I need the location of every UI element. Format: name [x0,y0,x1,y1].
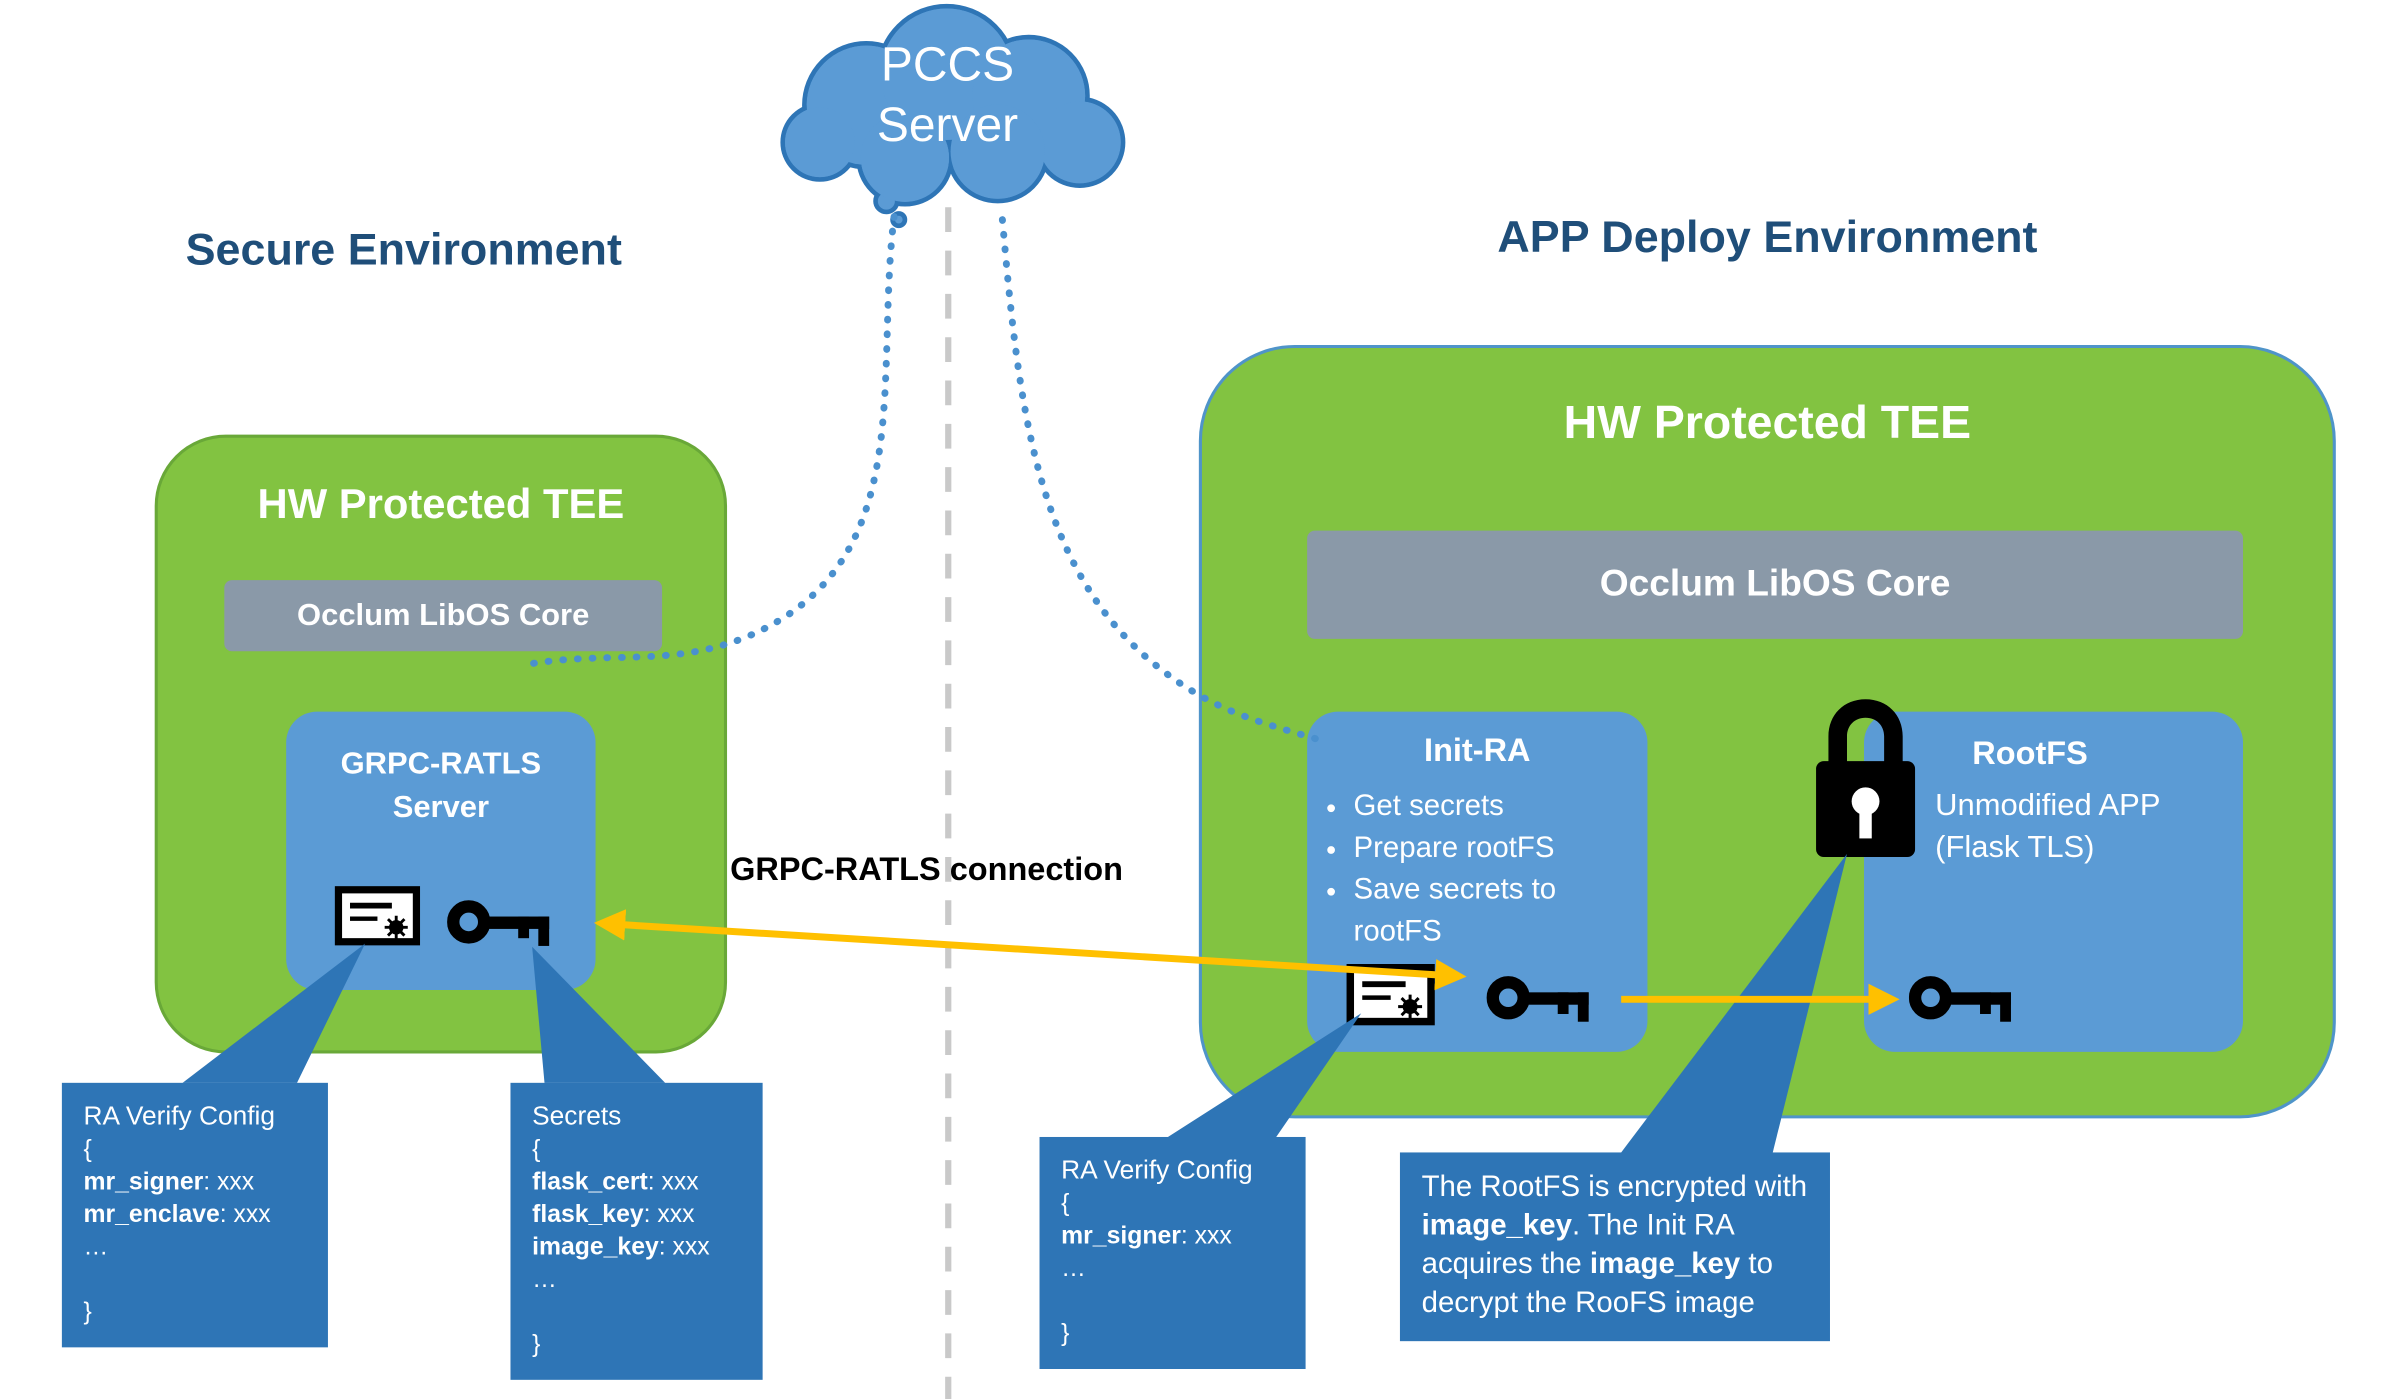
init-ra-bullet: Save secrets to rootFS [1354,869,1648,953]
code-line: mr_signer: xxx [83,1169,255,1196]
code-line: } [83,1299,92,1326]
code-line: … [1061,1256,1086,1283]
callout-body: { mr_signer: xxx … } [1061,1188,1284,1350]
callout-title: Secrets [532,1101,622,1131]
right-occlum-core-bar: Occlum LibOS Core [1307,530,2244,639]
rootfs-box: RootFS Unmodified APP (Flask TLS) [1864,711,2244,1052]
left-tee-title: HW Protected TEE [257,481,625,528]
init-ra-title: Init-RA [1424,733,1531,769]
code-line: { [532,1136,541,1164]
key-icon [447,893,558,952]
code-line: image_key: xxx [532,1234,710,1261]
code-line: } [532,1331,541,1359]
secrets-callout: Secrets { flask_cert: xxx flask_key: xxx im… [510,1082,763,1380]
secure-environment-title: Secure Environment [185,225,622,276]
grpc-ratls-server-label: GRPC-RATLS Server [340,747,542,825]
code-line [84,1264,307,1296]
code-line: mr_signer: xxx [1061,1223,1232,1250]
code-line [532,1296,741,1328]
init-ra-bullet: Prepare rootFS [1354,828,1648,870]
init-ra-bullets: Get secretsPrepare rootFSSave secrets to… [1307,786,1647,953]
code-line: flask_cert: xxx [532,1169,699,1196]
rootfs-note-text: The RootFS is encrypted with image_key. … [1421,1171,1808,1320]
code-line: flask_key: xxx [532,1201,695,1229]
right-tee-title: HW Protected TEE [1563,397,1972,449]
certificate-icon [334,885,421,947]
code-line: … [532,1266,557,1294]
code-line: mr_enclave: xxx [83,1201,271,1229]
left-occlum-core-bar: Occlum LibOS Core [224,580,663,652]
ra-verify-config-right-callout: RA Verify Config { mr_signer: xxx … } [1039,1136,1306,1370]
callout-title: RA Verify Config [1061,1155,1253,1185]
pccs-server-label: PCCS Server [876,37,1019,152]
pccs-cloud [780,3,1126,229]
code-line: { [83,1136,92,1164]
rootfs-title: RootFS [1972,736,2088,772]
certificate-icon [1346,962,1436,1027]
callout-body: { mr_signer: xxx mr_enclave: xxx … } [84,1134,307,1329]
rootfs-note-callout: The RootFS is encrypted with image_key. … [1399,1152,1830,1342]
rootfs-subtitle: Unmodified APP (Flask TLS) [1935,788,2161,865]
lock-icon [1804,693,1928,866]
key-icon [1907,968,2021,1027]
code-line: { [1061,1191,1070,1218]
code-line [1061,1285,1284,1317]
init-ra-bullet: Get secrets [1354,786,1648,828]
grpc-ratls-connection-label: GRPC-RATLS connection [730,852,1123,888]
app-deploy-environment-title: APP Deploy Environment [1497,213,2038,263]
ra-verify-config-left-callout: RA Verify Config { mr_signer: xxx mr_encla… [61,1082,328,1348]
callout-title: RA Verify Config [83,1101,276,1131]
callout-body: { flask_cert: xxx flask_key: xxx image_key:… [532,1134,741,1361]
code-line: … [83,1234,109,1261]
code-line: } [1061,1321,1070,1348]
key-icon [1485,968,1599,1027]
